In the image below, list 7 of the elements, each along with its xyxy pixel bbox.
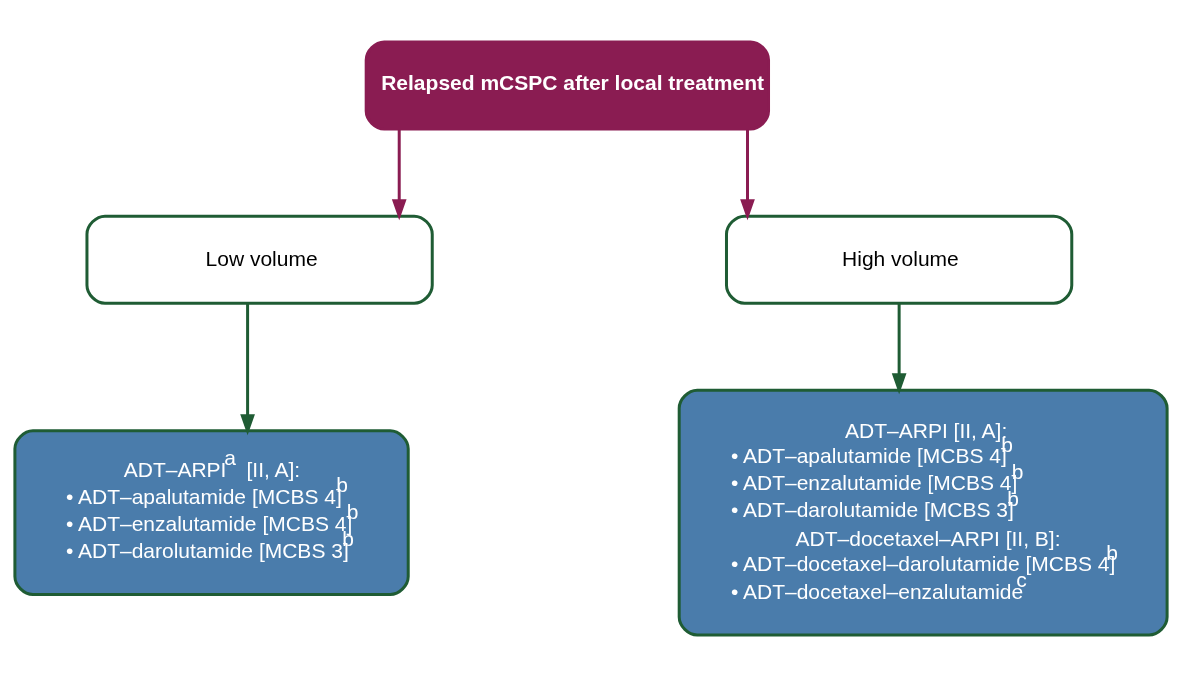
- node-box: Low volume: [85, 214, 434, 305]
- arrow: [740, 129, 755, 221]
- node-box: High volume: [725, 214, 1074, 305]
- arrow: [391, 129, 407, 221]
- node-box: Relapsed mCSPC after local treatment: [364, 40, 770, 131]
- arrow: [240, 303, 255, 436]
- arrow: [891, 303, 907, 395]
